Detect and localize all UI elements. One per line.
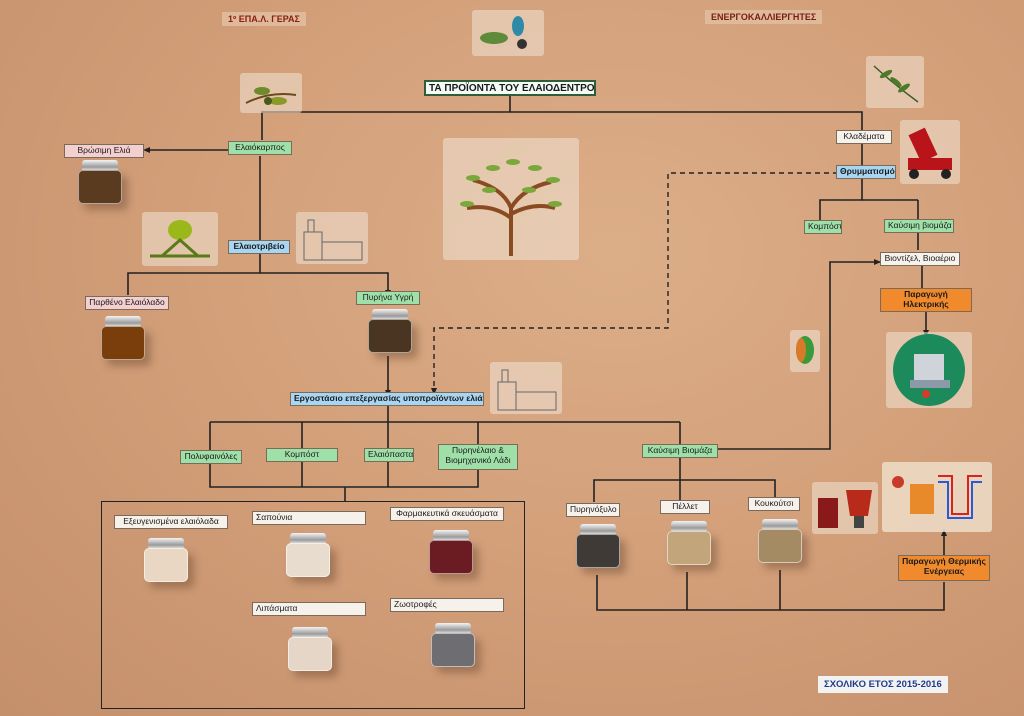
jar-vrosimi [78,160,122,204]
school-year-label: ΣΧΟΛΙΚΟ ΕΤΟΣ 2015-2016 [818,676,948,693]
node-kafsimi-1: Καύσιμη Βιομάζα [642,444,718,458]
boiler-icon [812,482,878,534]
factory-icon-2 [490,362,562,414]
team-label: ΕΝΕΡΓΟΚΑΛΛΙΕΡΓΗΤΕΣ [705,10,822,24]
node-zootrofes: Ζωοτροφές [390,598,504,612]
node-ilektriki: Παραγωγή Ηλεκτρικής Ενέργειας [880,288,972,312]
node-farmakeftika: Φαρμακευτικά σκευάσματα [390,507,504,521]
node-vrosimi: Βρώσιμη Ελιά [64,144,144,158]
node-thermiki: Παραγωγή Θερμικής Ενέργειας [898,555,990,581]
school-label: 1º ΕΠΑ.Λ. ΓΕΡΑΣ [222,12,306,26]
node-biodiesel: Βιοντίζελ, Βιοαέριο [880,252,960,266]
olive-logo-icon [472,10,544,56]
node-kompost-2: Κομπόστ [804,220,842,234]
line-to-thermiki [597,575,944,610]
olive-press-icon [142,212,218,266]
node-kafsimi-2: Καύσιμη βιομάζα [884,219,954,233]
node-pyrinoxylo: Πυρηνόξυλο [566,503,620,517]
node-exeygenismena: Εξευγενισμένα ελαιόλαδα [114,515,228,529]
node-elaiokarpos: Ελαιόκαρπος [228,141,292,155]
jar-exeygenismena [144,538,188,582]
diagram-title: ΤΑ ΠΡΟΪΟΝΤΑ ΤΟΥ ΕΛΑΙΟΔΕΝΤΡΟΥ [424,80,596,96]
node-koukoutsi: Κουκούτσι [748,497,800,511]
node-pyrinelaio: Πυρηνέλαιο & Βιομηχανικό Λάδι [438,444,518,470]
jar-lipasmata [288,627,332,671]
node-elaiopasta: Ελαιόπαστα [364,448,414,462]
node-elaiotriveio: Ελαιοτριβείο [228,240,290,254]
jar-partheno [101,316,145,360]
jar-pyrinoxylo [576,524,620,568]
node-partheno: Παρθένο Ελαιόλαδο [85,296,169,310]
node-ergostasio: Εργοστάσιο επεξεργασίας υποπροϊόντων ελι… [290,392,484,406]
node-sapounia: Σαπούνια [252,511,366,525]
node-klademata: Κλαδέματα [836,130,892,144]
olive-sprig-icon [866,56,924,108]
leaf-icon [790,330,820,372]
node-lipasmata: Λιπάσματα [252,602,366,616]
jar-farmakeftika [429,530,473,574]
factory-icon [296,212,368,264]
node-thrymmatismos: Θρυμματισμός [836,165,896,179]
heating-diagram-icon [882,462,992,532]
line-title-right [510,112,862,130]
node-kompost-1: Κομπόστ [266,448,338,462]
olive-branch-icon [240,73,302,113]
node-polyfainoles: Πολυφαινόλες [180,450,242,464]
power-plant-icon [886,332,972,408]
line-to-pyrina [260,273,388,290]
node-pyrina-ygri: Πυρήνα Υγρή [356,291,420,305]
node-pellet: Πέλλετ [660,500,710,514]
jar-pellet [667,521,711,565]
jar-pyrina-ygri [368,309,412,353]
jar-sapounia [286,533,330,577]
olive-tree-icon [443,138,579,260]
jar-koukoutsi [758,519,802,563]
jar-zootrofes [431,623,475,667]
wood-chipper-icon [900,120,960,184]
